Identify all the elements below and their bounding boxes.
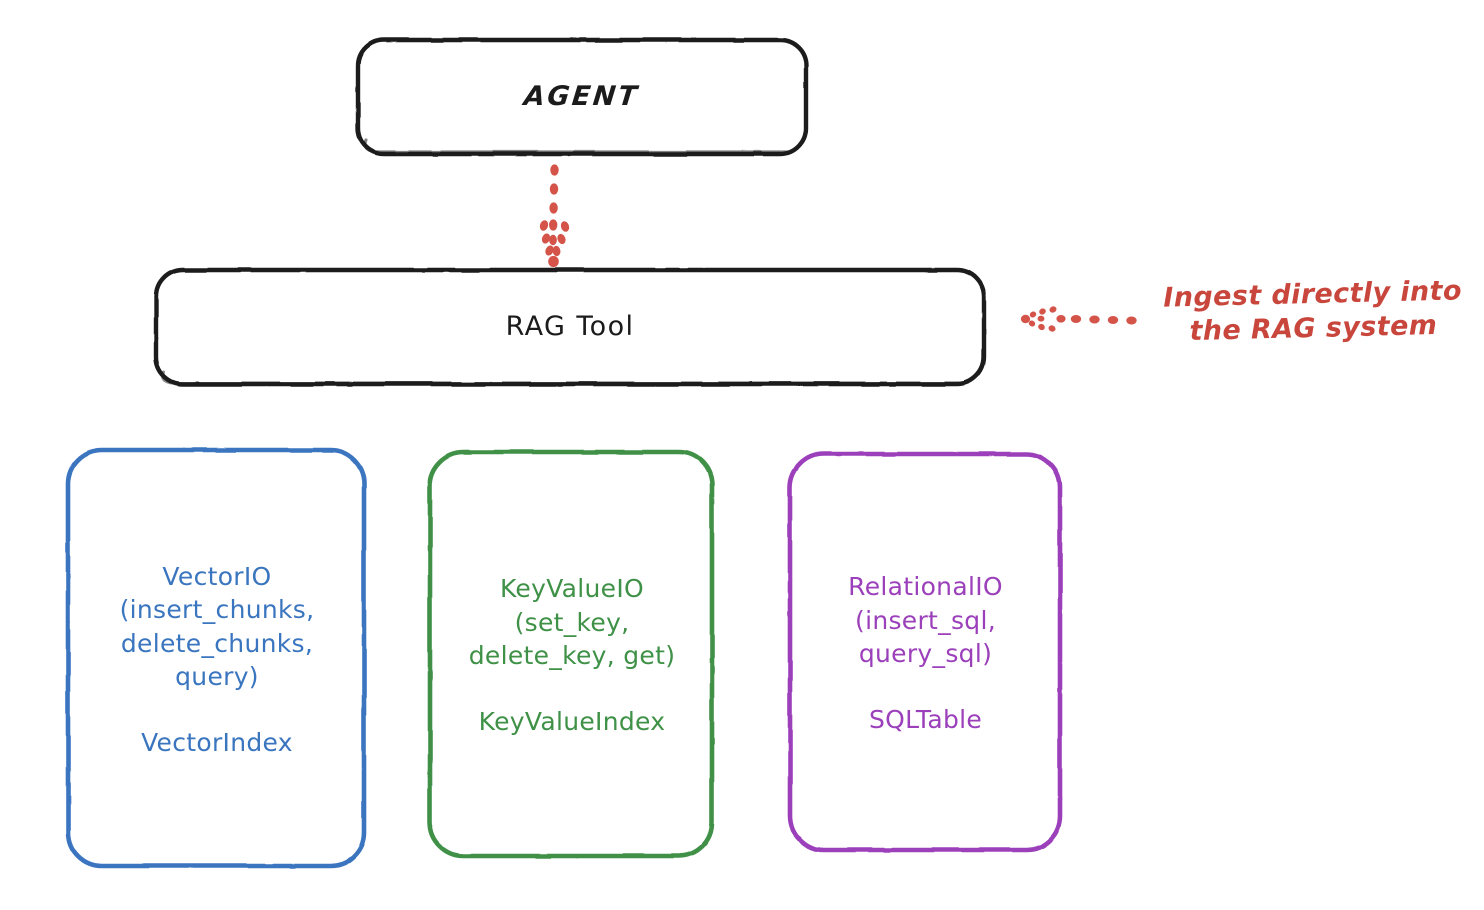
agent-node[interactable]: AGENT xyxy=(356,38,808,156)
ingest-annotation-connector xyxy=(1020,306,1137,332)
sql-table-label: SQLTable xyxy=(868,704,983,734)
rag-tool-label: RAG Tool xyxy=(505,311,635,343)
rag-tool-node[interactable]: RAG Tool xyxy=(154,268,986,386)
key-value-io-box-outline xyxy=(427,449,715,859)
key-value-index-label: KeyValueIndex xyxy=(478,706,666,736)
vector-io-node[interactable]: VectorIO (insert_chunks, delete_chunks, … xyxy=(66,446,368,870)
agent-box-outline xyxy=(355,37,809,157)
relational-io-label: RelationalIO (insert_sql, query_sql) xyxy=(848,572,1003,669)
relational-io-box-outline xyxy=(787,451,1063,853)
key-value-io-label: KeyValueIO (set_key, delete_key, get) xyxy=(468,574,676,671)
vector-index-label: VectorIndex xyxy=(141,727,293,757)
relational-io-node[interactable]: RelationalIO (insert_sql, query_sql) SQL… xyxy=(788,450,1063,854)
agent-label: AGENT xyxy=(522,81,642,113)
rag-tool-box-outline xyxy=(153,267,987,387)
key-value-io-node[interactable]: KeyValueIO (set_key, delete_key, get) Ke… xyxy=(428,448,716,860)
agent-to-rag-tool-connector xyxy=(539,164,570,268)
ingest-annotation-text: Ingest directly into the RAG system xyxy=(1162,275,1463,348)
vector-io-box-outline xyxy=(65,447,367,869)
vector-io-label: VectorIO (insert_chunks, delete_chunks, … xyxy=(119,561,315,692)
